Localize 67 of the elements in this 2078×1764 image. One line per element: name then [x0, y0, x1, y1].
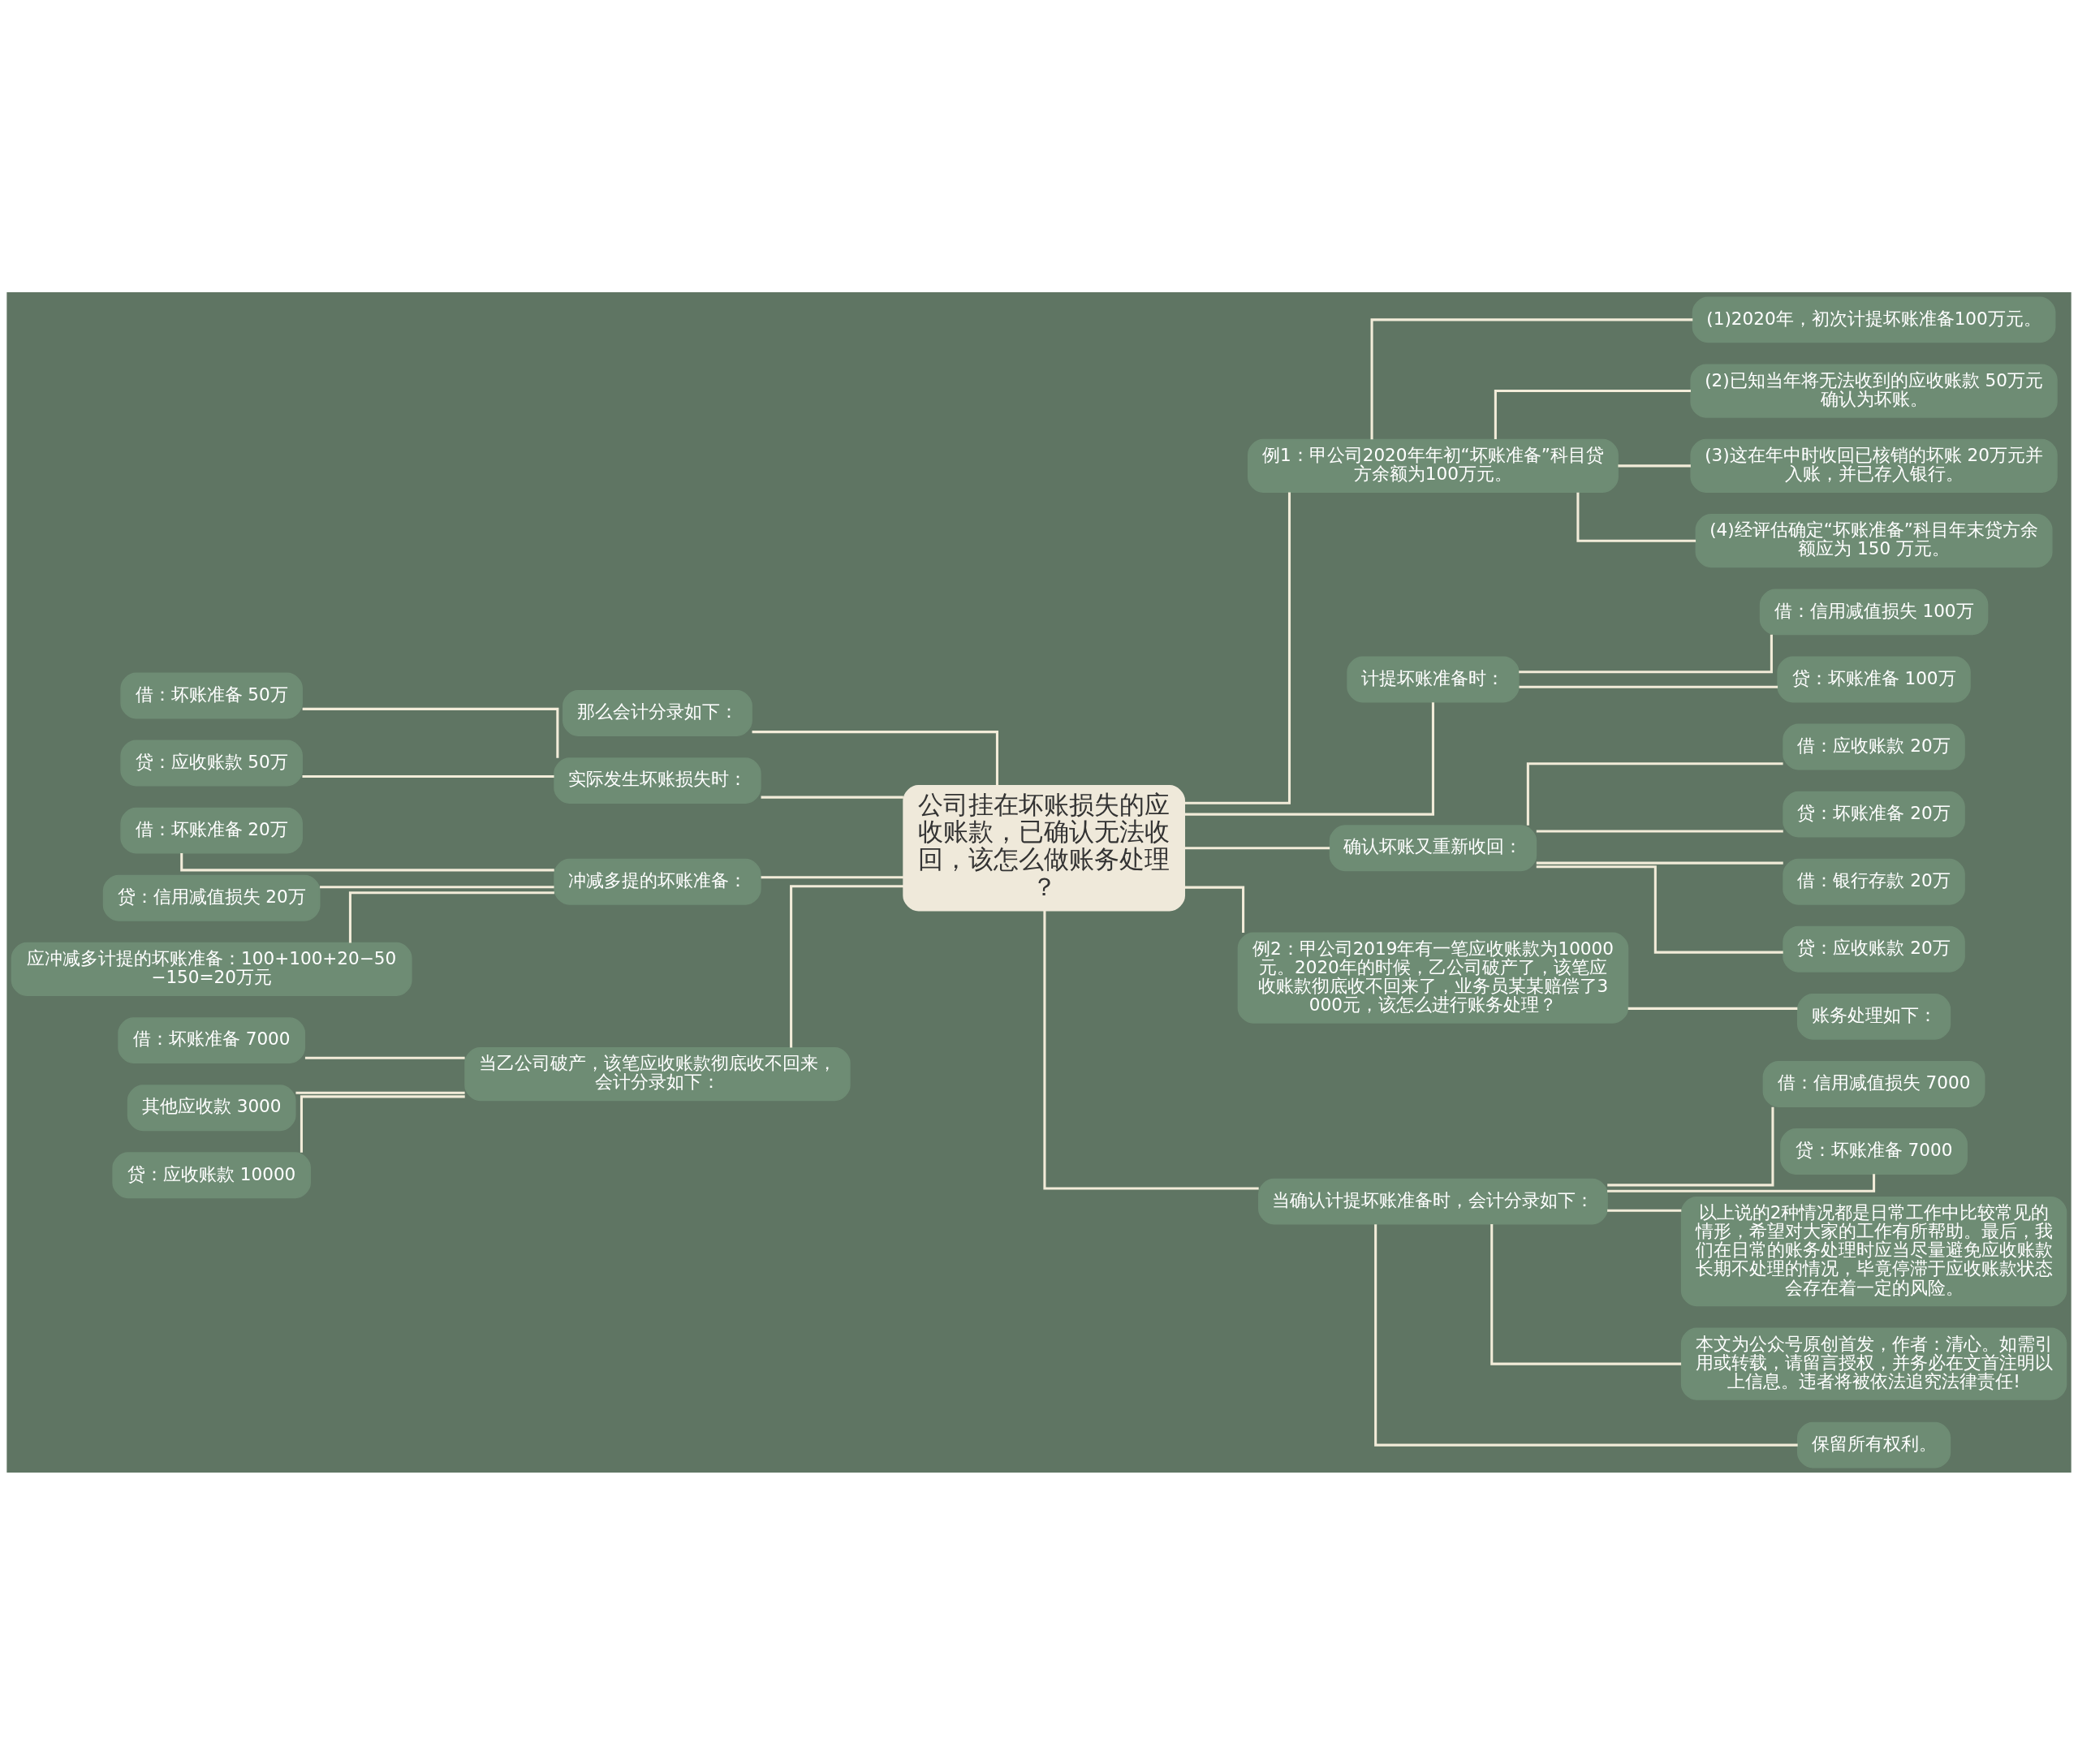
connector	[1607, 1173, 1876, 1193]
node-box: 贷：坏账准备 7000	[1780, 1128, 1968, 1175]
node-box: 账务处理如下：	[1796, 993, 1951, 1040]
node-box: 保留所有权利。	[1796, 1421, 1951, 1469]
node-box: 其他应收款 3000	[127, 1084, 296, 1131]
node-box: 实际发生坏账损失时：	[554, 757, 761, 804]
connector	[1184, 701, 1434, 816]
connector	[1184, 886, 1245, 933]
node-box: 借：信用减值损失 100万	[1759, 588, 1989, 635]
node-box: 例2：甲公司2019年有一笔应收账款为10000元。2020年的时候，乙公司破产了，该笔应收账款彻底收不回来了，业务员某某赔偿了3000元，该怎么进行账务处理？	[1237, 932, 1629, 1024]
connector	[1519, 685, 1778, 688]
connector	[1370, 317, 1693, 439]
node-box: 贷：应收账款 20万	[1783, 925, 1965, 973]
connector	[1536, 861, 1783, 865]
node-box: 借：银行存款 20万	[1783, 858, 1965, 905]
node-box: 当确认计提坏账准备时，会计分录如下：	[1258, 1178, 1608, 1225]
connector	[180, 852, 554, 871]
node-box: 那么会计分录如下：	[563, 689, 752, 736]
connector	[1576, 492, 1696, 542]
connector	[302, 707, 559, 758]
connector	[1519, 634, 1773, 673]
node-box: 贷：应收账款 10000	[112, 1151, 311, 1198]
node-box: 本文为公众号原创首发，作者：清心。如需引用或转载，请留言授权，并务必在文首注明以上信息。违者将被依法追究法律责任!	[1680, 1327, 2067, 1400]
connector	[320, 885, 554, 888]
node-box: (3)这在年中时收回已核销的坏账 20万元并入账，并已存入银行。	[1690, 438, 2058, 493]
connector	[300, 1094, 465, 1153]
node-box: 应冲减多计提的坏账准备：100+100+20−50−150=20万元	[11, 942, 412, 996]
connector	[1490, 1223, 1682, 1365]
connector	[295, 1091, 465, 1094]
connector	[1374, 1223, 1798, 1447]
connector	[752, 730, 998, 786]
node-box: 借：坏账准备 7000	[118, 1016, 306, 1063]
connector	[761, 875, 903, 878]
connector	[1184, 846, 1330, 849]
node-box: (2)已知当年将无法收到的应收账款 50万元确认为坏账。	[1690, 363, 2058, 418]
node-box: 贷：应收账款 50万	[120, 740, 303, 787]
node-box: 借：信用减值损失 7000	[1762, 1060, 1985, 1107]
node-box: (4)经评估确定“坏账准备”科目年末贷方余额应为 150 万元。	[1695, 513, 2053, 567]
node-box: 贷：坏账准备 20万	[1783, 791, 1965, 838]
node-box: 冲减多提的坏账准备：	[554, 858, 761, 905]
connector	[1043, 910, 1259, 1189]
connector	[348, 891, 554, 943]
connector	[790, 884, 904, 1047]
node-box: 以上说的2种情况都是日常工作中比较常见的情形，希望对大家的工作有所帮助。最后，我们在日常的账务处理时应当尽量避免应收账款长期不处理的情况，毕竟停滞于应收账款状态会存在着一定的风险。	[1680, 1196, 2067, 1306]
node-box: 例1：甲公司2020年年初“坏账准备”科目贷方余额为100万元。	[1247, 438, 1619, 493]
node-box: 计提坏账准备时：	[1347, 656, 1520, 702]
connector	[1618, 464, 1691, 467]
node-box: 公司挂在坏账损失的应收账款，已确认无法收回，该怎么做账务处理？	[903, 784, 1185, 911]
connector	[1536, 865, 1783, 954]
node-box: 贷：信用减值损失 20万	[102, 874, 321, 921]
node-box: 贷：坏账准备 100万	[1777, 656, 1971, 702]
connector	[1627, 1007, 1798, 1010]
node-box: 当乙公司破产，该笔应收账款彻底收不回来，会计分录如下：	[464, 1046, 851, 1101]
connector	[302, 774, 554, 778]
connector	[761, 796, 903, 799]
node-box: (1)2020年，初次计提坏账准备100万元。	[1692, 295, 2056, 343]
connector	[1494, 389, 1691, 439]
connector	[1607, 1106, 1774, 1186]
node-box: 借：坏账准备 50万	[120, 672, 303, 718]
connector	[1607, 1209, 1682, 1212]
node-box: 确认坏账又重新收回：	[1329, 824, 1537, 871]
connector	[1184, 491, 1291, 804]
node-box: 借：坏账准备 20万	[120, 807, 303, 854]
node-box: 借：应收账款 20万	[1783, 723, 1965, 770]
connector	[304, 1056, 465, 1059]
connector	[1526, 761, 1783, 826]
connector	[1536, 829, 1783, 832]
